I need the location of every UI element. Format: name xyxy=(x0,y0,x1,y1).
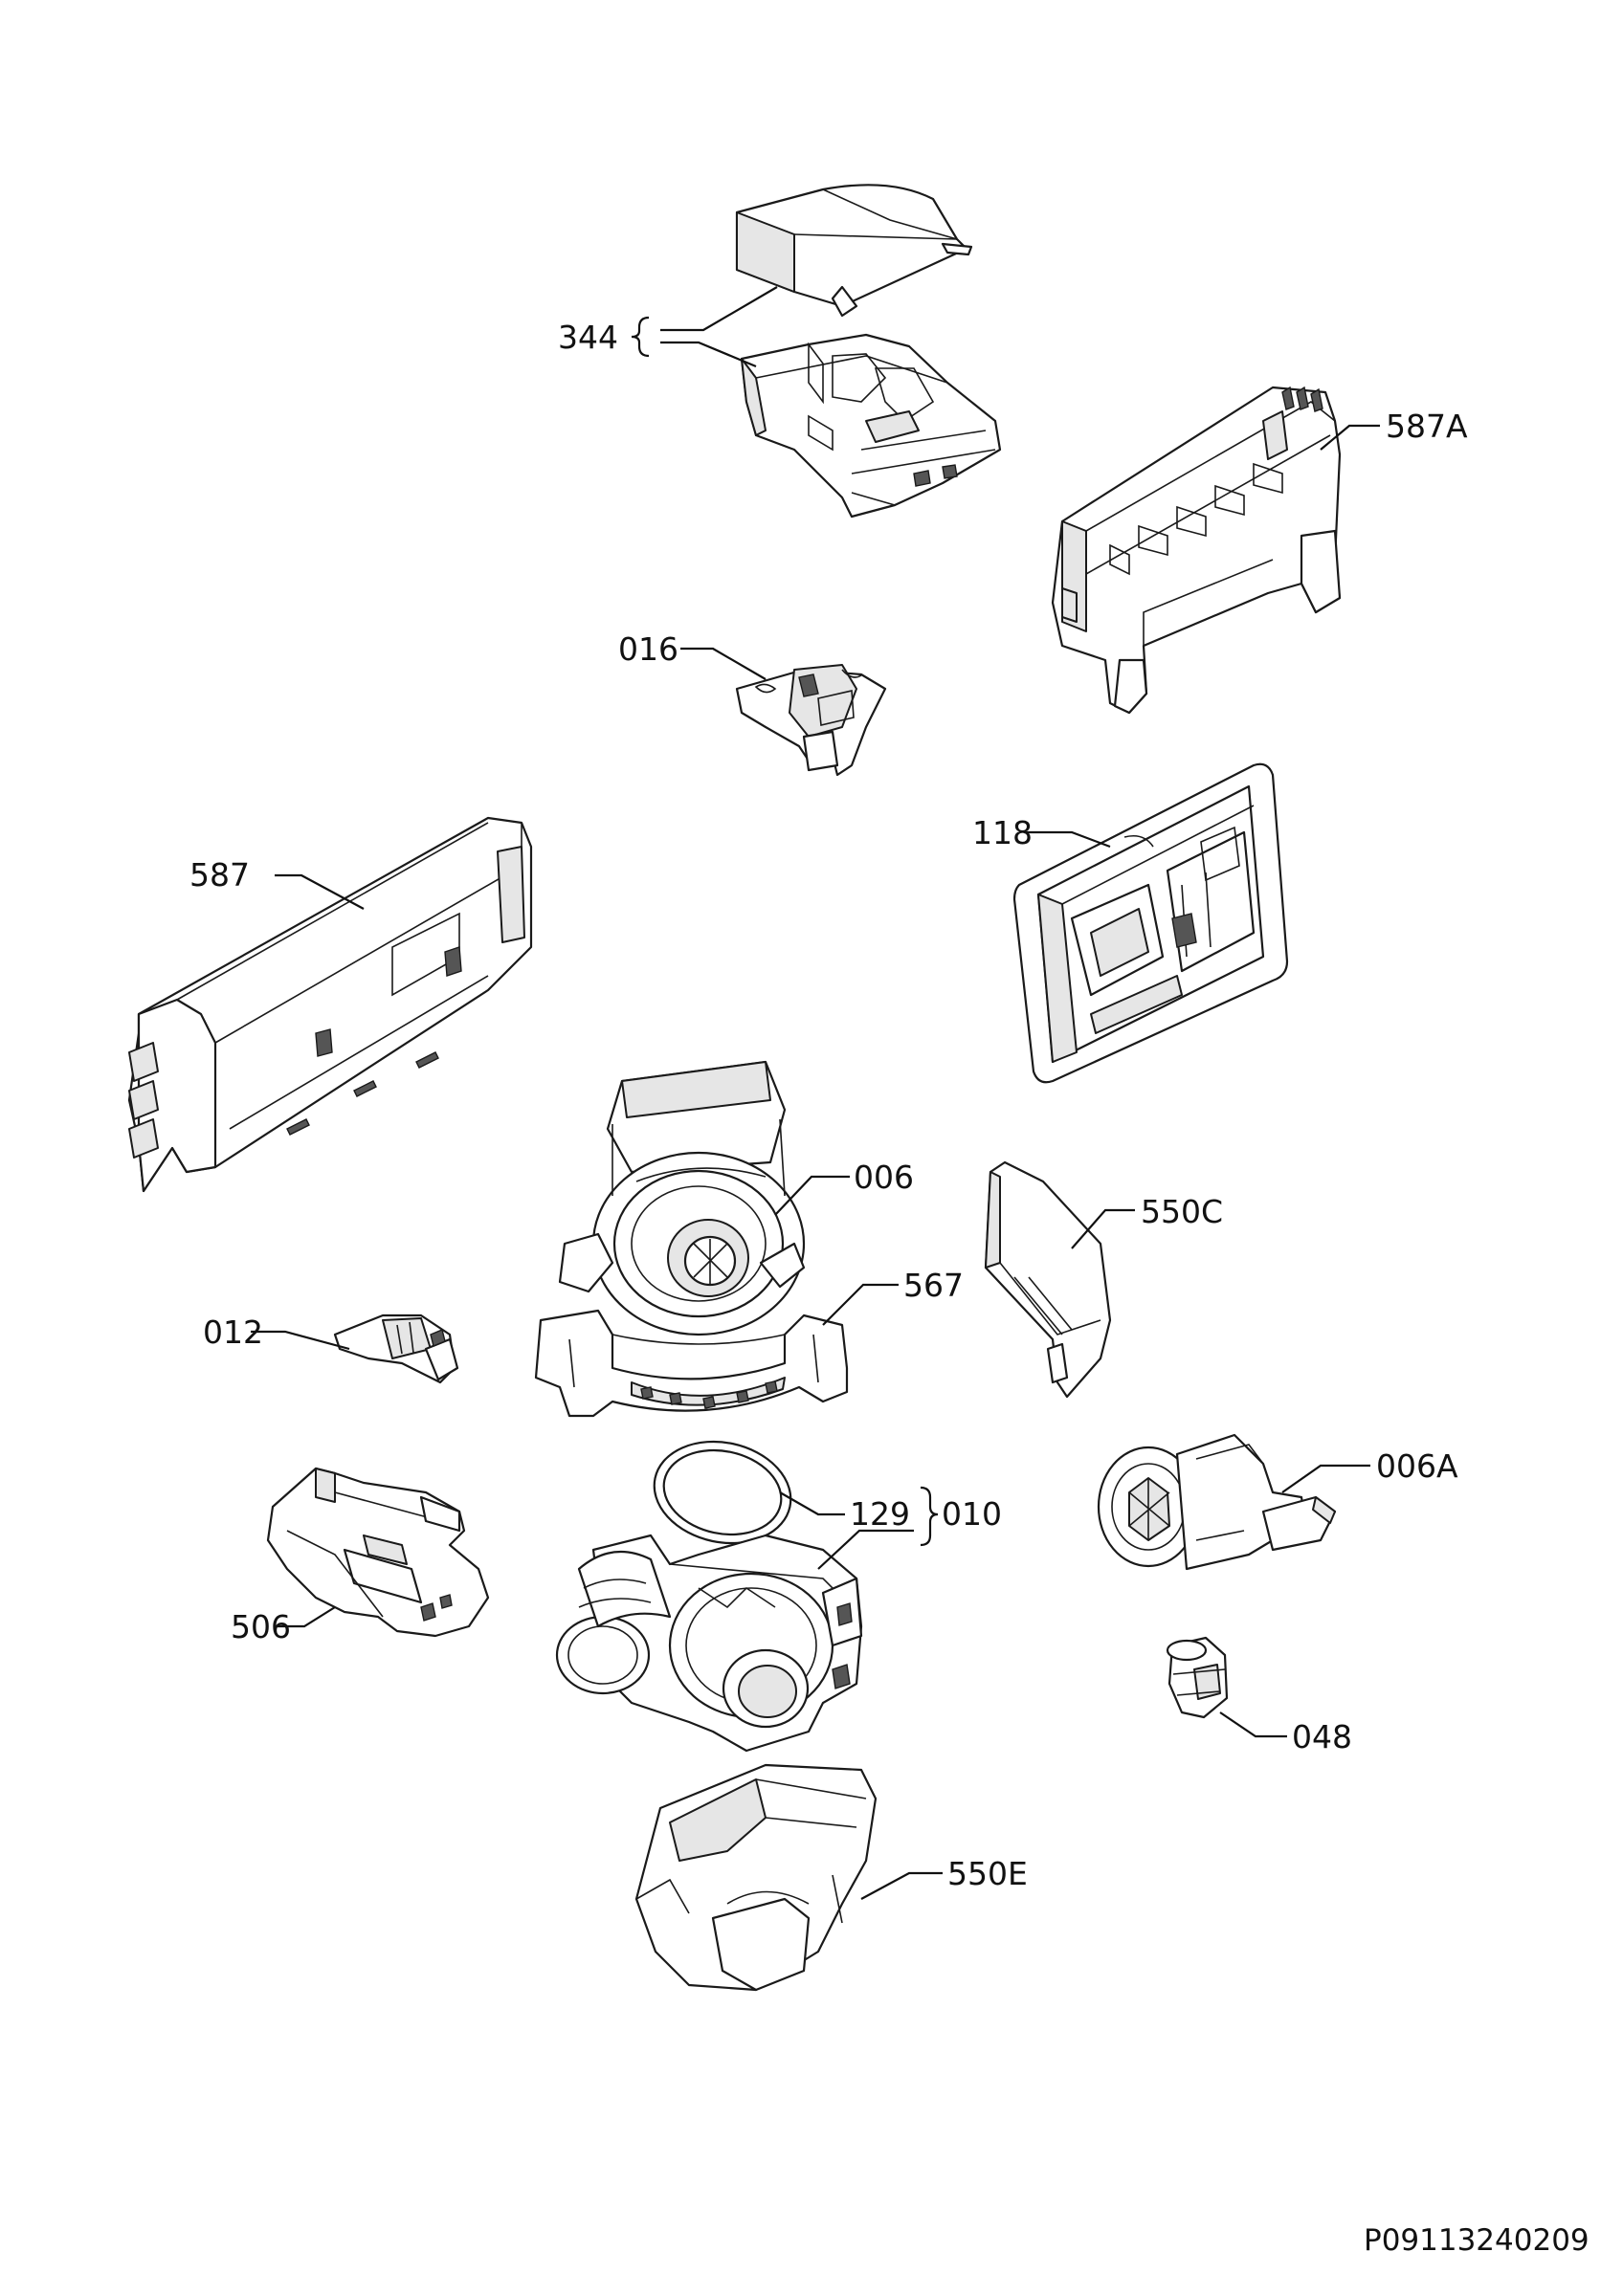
part-587A-drawing xyxy=(1051,386,1342,715)
label-550E: 550E xyxy=(947,1855,1028,1892)
part-010-drawing xyxy=(555,1534,863,1753)
label-587: 587 xyxy=(189,856,250,894)
label-344: 344 xyxy=(558,319,618,356)
part-344-drawing xyxy=(735,184,1002,519)
part-006A-drawing xyxy=(1097,1433,1337,1571)
part-550E-drawing xyxy=(634,1763,878,1992)
label-118: 118 xyxy=(972,814,1033,851)
part-567-drawing xyxy=(534,1309,849,1418)
part-048-drawing xyxy=(1166,1636,1229,1719)
label-567: 567 xyxy=(903,1267,964,1304)
bracket-010 xyxy=(920,1486,939,1547)
part-012-drawing xyxy=(333,1314,459,1384)
part-550C-drawing xyxy=(984,1160,1112,1399)
leader-lines xyxy=(251,286,1380,1900)
label-012: 012 xyxy=(203,1314,263,1351)
label-006A: 006A xyxy=(1376,1447,1458,1485)
part-506-drawing xyxy=(266,1467,490,1638)
label-550C: 550C xyxy=(1141,1193,1223,1230)
part-006-drawing xyxy=(558,1060,806,1336)
label-587A: 587A xyxy=(1386,408,1468,445)
drawing-code: P09113240209 xyxy=(1364,2223,1590,2258)
label-129: 129 xyxy=(850,1495,910,1533)
label-048: 048 xyxy=(1292,1718,1352,1755)
part-016-drawing xyxy=(735,664,887,777)
label-506: 506 xyxy=(231,1608,291,1645)
bracket-344 xyxy=(631,316,650,358)
part-118-drawing xyxy=(1012,762,1289,1084)
part-587-drawing xyxy=(127,816,533,1193)
label-016: 016 xyxy=(618,630,678,668)
label-010: 010 xyxy=(942,1495,1002,1533)
label-006: 006 xyxy=(854,1159,914,1196)
part-129-drawing xyxy=(653,1440,792,1545)
